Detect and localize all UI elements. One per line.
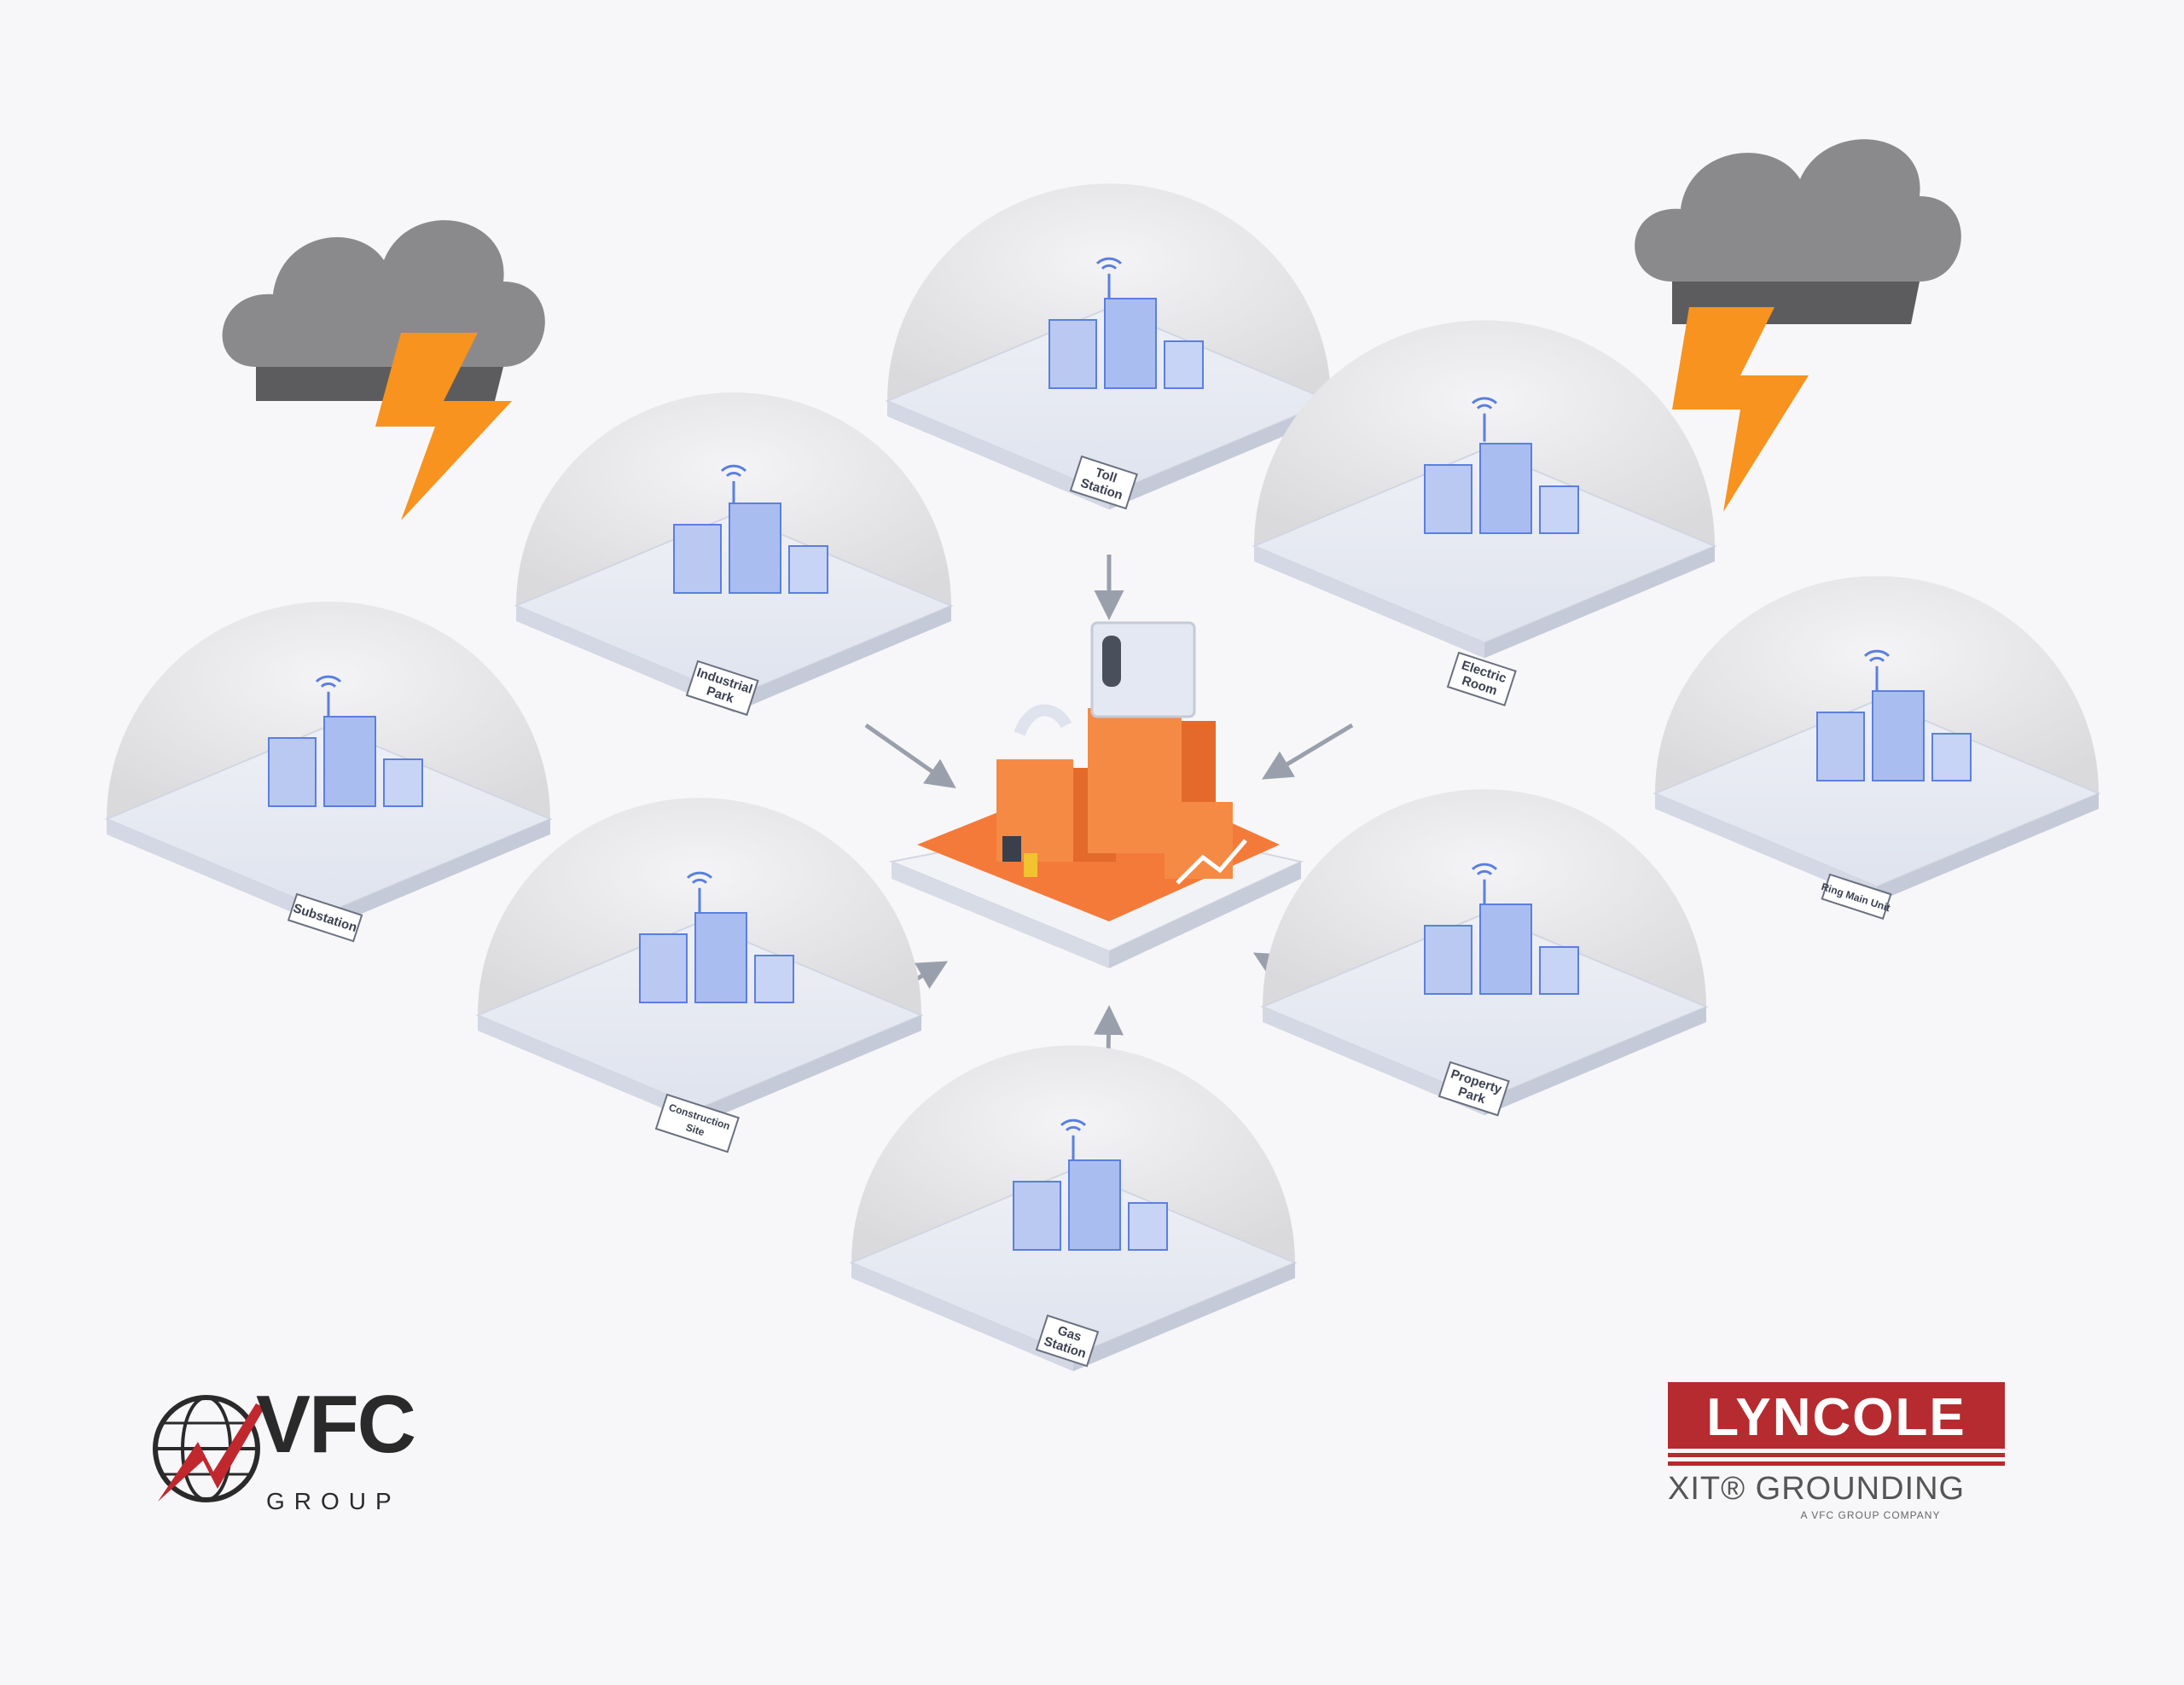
lyncole-rule: [1668, 1461, 2005, 1466]
storm-cloud-right-icon: [1635, 139, 1961, 512]
vfc-logo-wordmark: VFC: [256, 1379, 416, 1470]
node-industrial: [514, 392, 954, 713]
plate-edge: [107, 819, 328, 928]
application-nodes: [104, 183, 2101, 1372]
node-construction: [475, 798, 924, 1124]
sign-electric-room: Electric Room: [1446, 651, 1517, 706]
scene-structures: [268, 716, 423, 807]
scene-structures: [1424, 443, 1579, 534]
scene-structures: [1048, 298, 1204, 389]
scene-structures: [1013, 1159, 1168, 1251]
sign-toll-station: Toll Station: [1069, 455, 1138, 510]
plate-edge: [1484, 1007, 1706, 1116]
wifi-icon: [686, 871, 713, 916]
wifi-icon: [1095, 257, 1123, 302]
wifi-icon: [315, 675, 342, 720]
plate-edge: [1877, 793, 2099, 903]
scene-structures: [639, 912, 794, 1003]
node-gas: [849, 1045, 1298, 1372]
node-substation: [104, 601, 553, 928]
sign-industrial-park: Industrial Park: [685, 659, 759, 717]
lyncole-logo-subtitle: XIT® GROUNDING: [1668, 1471, 1966, 1507]
plate-edge: [1484, 546, 1715, 659]
plate-edge: [1254, 546, 1484, 659]
node-property: [1260, 789, 1709, 1116]
lyncole-logo-tagline: A VFC GROUP COMPANY: [1800, 1509, 1941, 1521]
plate-edge: [887, 401, 1109, 510]
central-monitoring-hub: [888, 621, 1304, 968]
sign-property-park: Property Park: [1438, 1060, 1510, 1117]
wifi-icon: [1863, 649, 1891, 694]
plate-edge: [700, 1015, 921, 1124]
plate-edge: [328, 819, 550, 928]
plate-edge: [1109, 401, 1331, 510]
plate-edge: [734, 606, 951, 713]
wifi-icon: [1471, 863, 1498, 908]
plate-edge: [1263, 1007, 1484, 1116]
node-toll: [885, 183, 1333, 510]
plate-edge: [516, 606, 734, 713]
plate-edge: [851, 1263, 1073, 1372]
wifi-icon: [1060, 1118, 1087, 1164]
storm-cloud-left-icon: [222, 220, 545, 520]
node-ringmain: [1653, 576, 2101, 903]
lyncole-logo-name: LYNCOLE: [1668, 1382, 2005, 1449]
plate-edge: [1073, 1263, 1295, 1372]
vfc-logo-subtitle: GROUP: [266, 1488, 401, 1514]
plate-edge: [1655, 793, 1877, 903]
vfc-globe-icon: [153, 1395, 264, 1502]
scene-structures: [1424, 904, 1579, 995]
lyncole-rule: [1668, 1453, 2005, 1457]
sign-label-line2: Site: [684, 1121, 706, 1138]
plate-edge: [478, 1015, 700, 1124]
lyncole-logo: LYNCOLE XIT® GROUNDING A VFC GROUP COMPA…: [1668, 1382, 2005, 1521]
wifi-icon: [1471, 397, 1498, 442]
scene-structures: [1816, 690, 1972, 781]
node-electric: [1252, 320, 1717, 659]
scene-structures: [673, 503, 828, 594]
